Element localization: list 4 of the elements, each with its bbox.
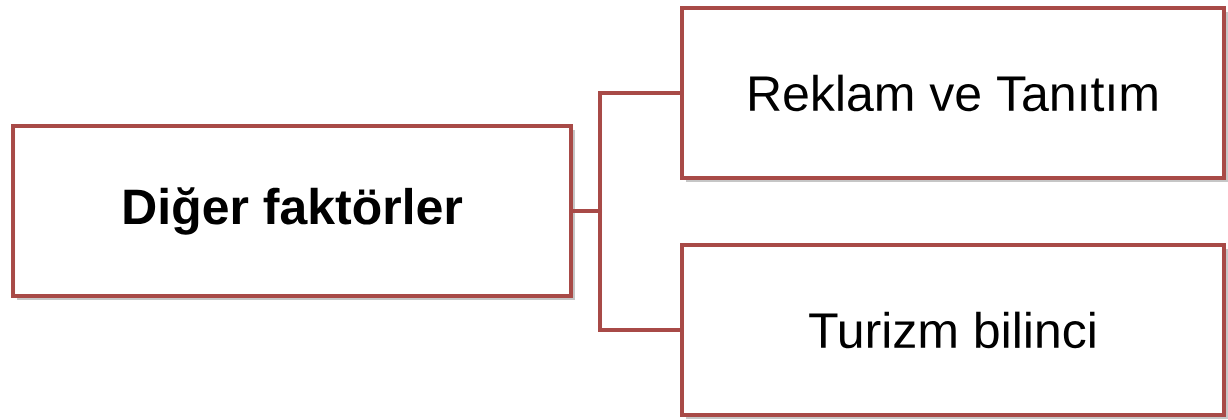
connector-line xyxy=(573,209,680,332)
text-box: Turizm bilinci xyxy=(680,243,1226,417)
text-box: Diğer faktörler xyxy=(11,124,573,298)
text-box: Reklam ve Tanıtım xyxy=(680,6,1226,180)
